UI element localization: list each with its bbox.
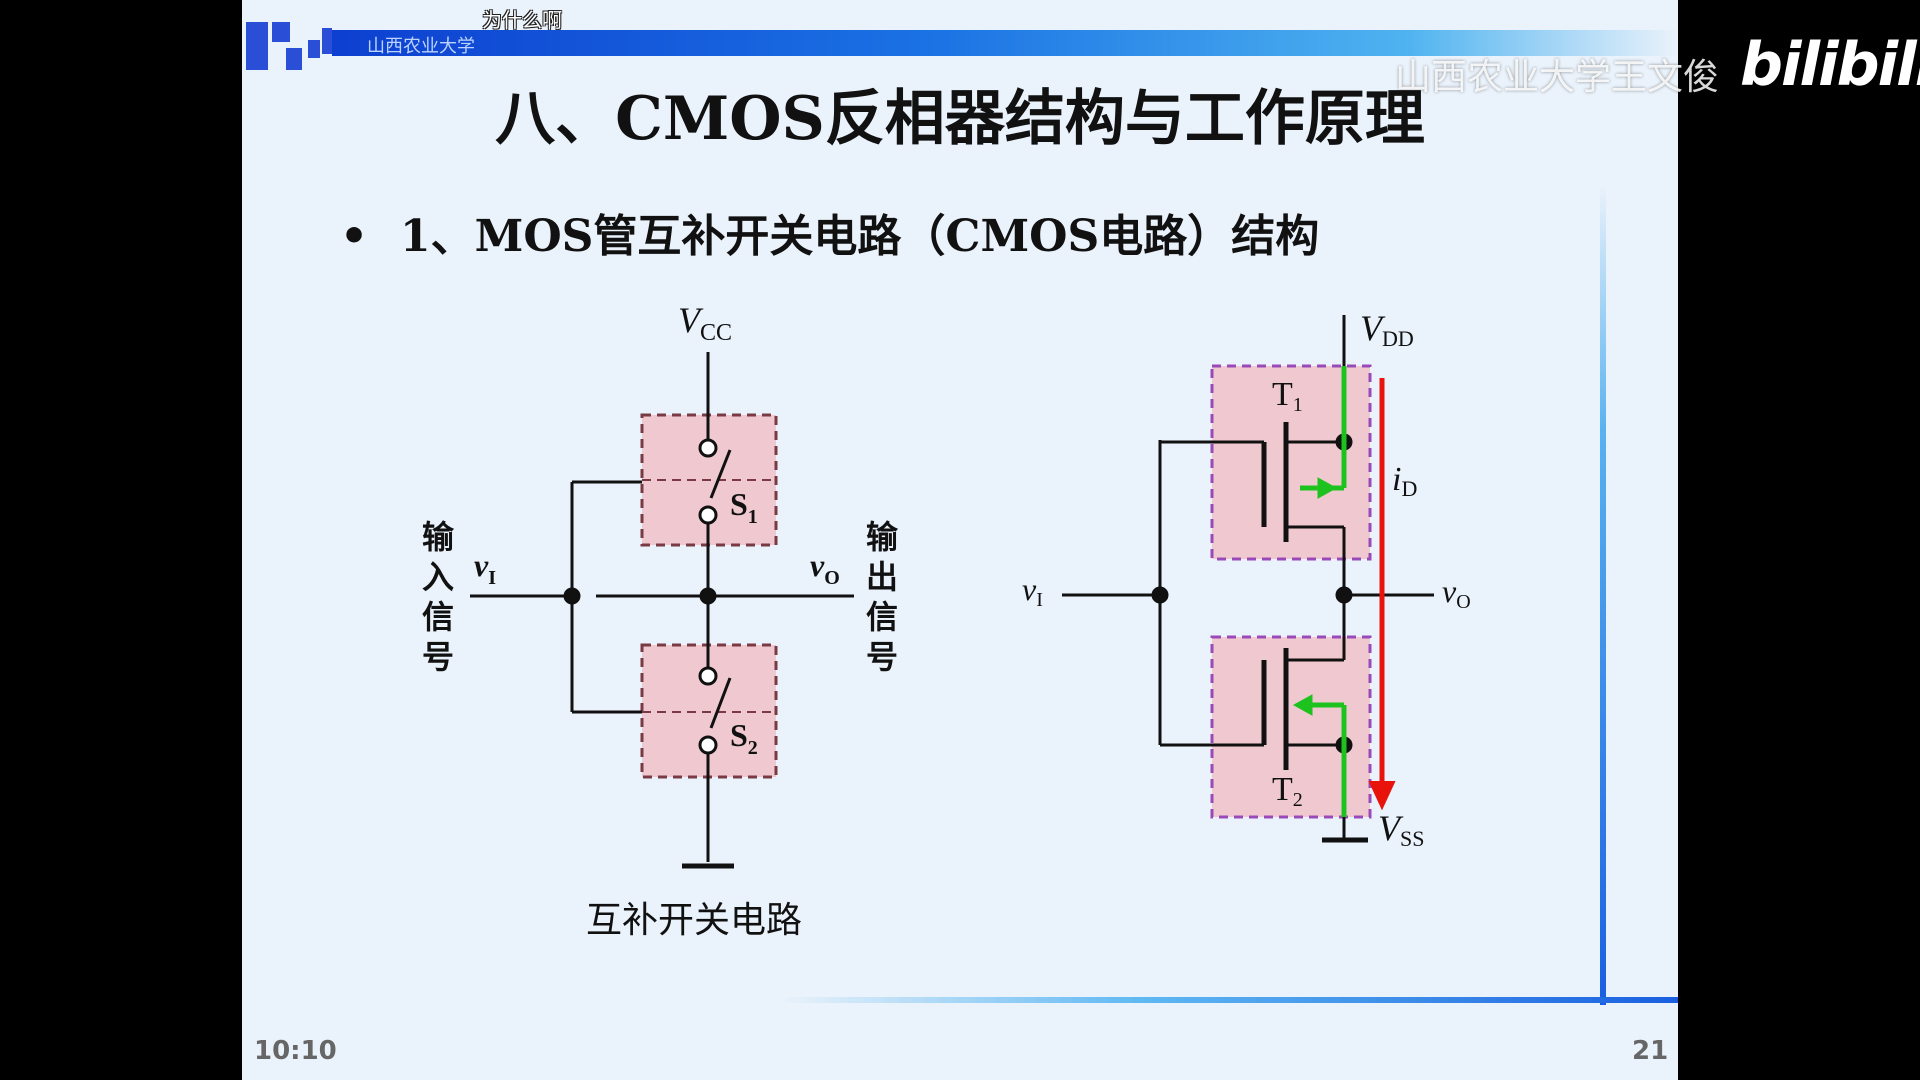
output-symbol: vO — [810, 547, 840, 589]
svg-text:号: 号 — [422, 638, 454, 676]
vi-label: vI — [1022, 571, 1043, 611]
vcc-label: VCC — [678, 300, 732, 346]
vss-label: VSS — [1378, 808, 1424, 851]
bullet-item: • 1、MOS管互补开关电路（CMOS电路）结构 — [340, 200, 1319, 264]
vo-label: vO — [1442, 573, 1471, 613]
uploader-watermark: 山西农业大学王文俊 — [1395, 57, 1720, 98]
bilibili-logo: bilibili — [1740, 30, 1920, 100]
id-label: iD — [1392, 461, 1417, 501]
slide-title: 八、CMOS反相器结构与工作原理 — [495, 84, 1425, 154]
t1-label: T1 — [1272, 376, 1303, 416]
svg-text:输: 输 — [866, 518, 899, 556]
school-name: 山西农业大学 — [367, 36, 475, 57]
vdd-label: VDD — [1360, 308, 1414, 351]
svg-text:出: 出 — [866, 558, 898, 596]
left-circuit-labels: VCC S1 S2 vI vO 输 入 信 号 输 出 信 号 互补开关电路 — [422, 300, 899, 941]
output-signal-label: 输 出 信 号 — [866, 518, 899, 676]
switch1-label: S1 — [730, 486, 758, 528]
decor-vertical-line — [1600, 185, 1606, 1005]
svg-text:号: 号 — [866, 638, 898, 676]
svg-text:输: 输 — [422, 518, 455, 556]
svg-text:信: 信 — [866, 598, 898, 636]
page-number: 21 — [1632, 1036, 1669, 1066]
input-signal-label: 输 入 信 号 — [422, 518, 455, 676]
input-symbol: vI — [474, 547, 496, 589]
slide-timestamp: 10:10 — [254, 1036, 337, 1066]
left-circuit — [470, 352, 854, 869]
t2-label: T2 — [1272, 771, 1303, 811]
right-circuit-labels: VDD VSS T1 T2 iD vI vO — [1022, 308, 1471, 851]
decor-horizontal-line — [782, 997, 1678, 1003]
right-circuit — [1062, 315, 1434, 843]
circuit-diagrams: VCC S1 S2 vI vO 输 入 信 号 输 出 信 号 互补开关电路 — [422, 300, 1471, 941]
danmaku-comment: 为什么啊 — [482, 8, 562, 32]
bullet-text: 1、MOS管互补开关电路（CMOS电路）结构 — [400, 211, 1320, 262]
switch2-label: S2 — [730, 717, 758, 759]
slide: 山西农业大学 八、CMOS反相器结构与工作原理 • 1、MOS管互补开关电路（CM… — [242, 0, 1678, 1080]
header-bar — [332, 30, 1678, 56]
svg-text:信: 信 — [422, 598, 454, 636]
svg-text:入: 入 — [422, 558, 454, 596]
left-caption: 互补开关电路 — [586, 900, 802, 941]
bullet-dot: • — [340, 211, 369, 262]
